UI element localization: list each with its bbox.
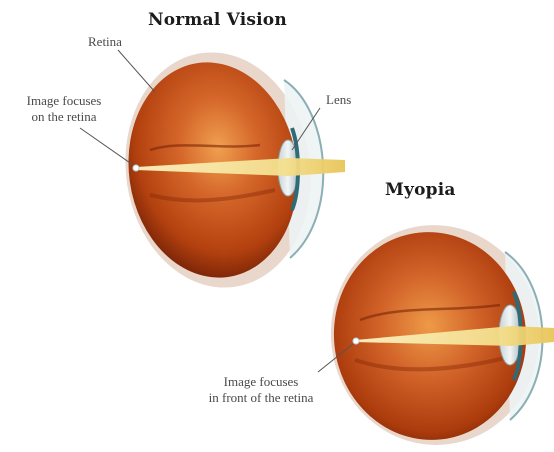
normal-focal-point bbox=[133, 165, 139, 171]
normal-focus-label: Image focuses on the retina bbox=[4, 93, 124, 125]
myopia-title: Myopia bbox=[385, 180, 456, 200]
normal-vision-title: Normal Vision bbox=[148, 10, 287, 30]
myopia-focus-label-line1: Image focuses bbox=[176, 374, 346, 390]
normal-eye bbox=[80, 40, 345, 299]
myopia-focus-label-line2: in front of the retina bbox=[176, 390, 346, 406]
normal-focus-label-line1: Image focuses bbox=[4, 93, 124, 109]
lens-label: Lens bbox=[326, 92, 351, 108]
myopia-focus-label: Image focuses in front of the retina bbox=[176, 374, 346, 406]
retina-label: Retina bbox=[88, 34, 122, 50]
myopia-eye bbox=[318, 215, 554, 452]
normal-focus-label-line2: on the retina bbox=[4, 109, 124, 125]
myopia-focal-point bbox=[353, 338, 359, 344]
retina-leader-line bbox=[118, 50, 155, 92]
normal-focus-leader-line bbox=[80, 128, 133, 165]
